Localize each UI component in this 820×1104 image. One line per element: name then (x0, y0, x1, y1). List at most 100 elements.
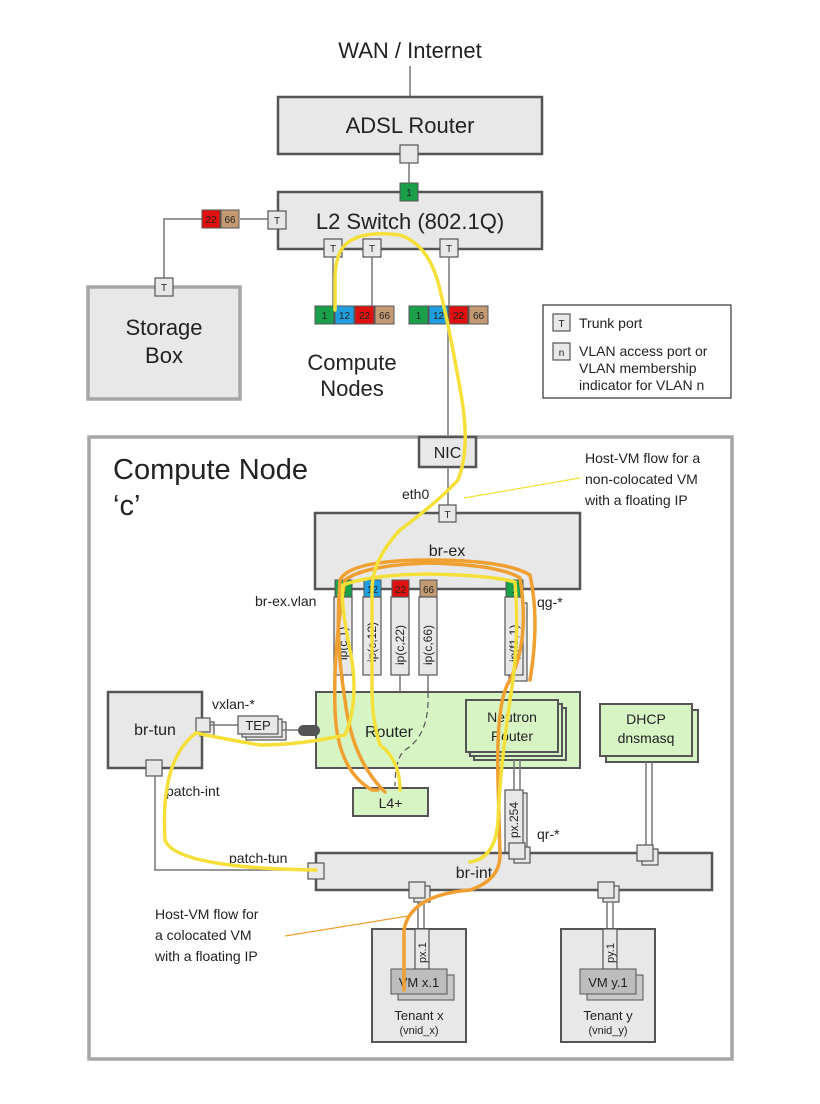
trunk-letter: T (446, 244, 452, 255)
flow-colocated (332, 561, 526, 992)
storage-link-b (163, 218, 202, 278)
vxlan-label: vxlan-* (212, 696, 255, 712)
note-colocated-2: a colocated VM (155, 927, 252, 943)
flow-colocated-return (336, 558, 537, 794)
storage-trunk-port (154, 277, 174, 297)
svg-text:66: 66 (423, 585, 435, 596)
vnid-y-label: (vnid_y) (588, 1025, 627, 1037)
wan-title: WAN / Internet (338, 38, 481, 63)
note-colocated-1: Host-VM flow for (155, 906, 259, 922)
br-tun-box (106, 690, 204, 770)
legend-trunk-icon (552, 313, 571, 332)
eth0-trunk-port (438, 504, 457, 523)
storage-label-2: Box (145, 343, 183, 368)
svg-text:22: 22 (395, 585, 407, 596)
note-noncolocated-3: with a floating IP (584, 492, 688, 508)
svg-text:1: 1 (416, 311, 422, 322)
vxlan-port (195, 717, 211, 733)
vm-y-box (579, 968, 637, 995)
storage-label-1: Storage (125, 315, 202, 340)
vm-x-box (390, 968, 448, 995)
patch-int-port (145, 759, 163, 777)
legend-access-letter: n (559, 348, 565, 359)
py1-br-int-port (597, 881, 615, 899)
vlan-group-compute: 1 12 22 66 (314, 305, 395, 325)
br-ex-box (313, 511, 582, 591)
dhcp-label-1: DHCP (626, 711, 666, 727)
legend-trunk-letter: T (558, 319, 564, 330)
patch-int-label: patch-int (166, 783, 220, 799)
px1-br-int-port (408, 881, 426, 899)
legend-access-text-2: VLAN membership (579, 360, 697, 376)
py1-label: py.1 (605, 943, 617, 963)
switch-access-port-1-label: 1 (406, 188, 412, 199)
flow-noncolocated-tunnel (162, 572, 519, 872)
legend-access-icon (552, 342, 571, 361)
storage-vlan-66-label: 66 (224, 215, 236, 226)
svg-text:66: 66 (473, 311, 485, 322)
tenant-y-label: Tenant y (583, 1008, 633, 1023)
br-tun-label: br-tun (134, 722, 176, 739)
svg-text:12: 12 (339, 311, 351, 322)
svg-text:ip(c,66): ip(c,66) (421, 625, 435, 665)
vm-x-label: VM x.1 (399, 975, 439, 990)
tep-connector (298, 725, 320, 736)
svg-text:22: 22 (453, 311, 465, 322)
nic-label: NIC (434, 445, 462, 462)
br-ex-vlan-label: br-ex.vlan (255, 593, 316, 609)
br-ex-label: br-ex (429, 543, 465, 560)
router-l4-dashed-link (394, 691, 429, 787)
patch-link (154, 776, 316, 871)
trunk-letter: T (274, 216, 280, 227)
adsl-router-label: ADSL Router (346, 113, 475, 138)
dhcp-port (636, 844, 654, 862)
l4-label: L4+ (379, 795, 403, 811)
qr-label: qr-* (537, 826, 560, 842)
trunk-letter: T (330, 244, 336, 255)
legend-access-text-3: indicator for VLAN n (579, 377, 704, 393)
svg-text:12: 12 (433, 311, 445, 322)
note-noncolocated-pointer (463, 477, 581, 499)
tenant-x-label: Tenant x (394, 1008, 444, 1023)
eth0-label: eth0 (402, 486, 429, 502)
svg-text:66: 66 (379, 311, 391, 322)
trunk-letter: T (161, 283, 167, 294)
legend-trunk-text: Trunk port (579, 315, 642, 331)
compute-nodes-label-1: Compute (307, 350, 396, 375)
note-noncolocated-2: non-colocated VM (585, 471, 698, 487)
l4-box (352, 787, 429, 817)
px254-label: px.254 (507, 802, 521, 838)
legend-box (542, 304, 732, 399)
adsl-router-port (399, 144, 419, 164)
tep-box (237, 715, 279, 735)
dhcp-label-2: dnsmasq (618, 730, 675, 746)
switch-access-port-1 (399, 182, 419, 202)
storage-box (86, 285, 242, 401)
qg-label: qg-* (537, 594, 563, 610)
flow-noncolocated-uplink (333, 232, 467, 792)
storage-vlan-22-label: 22 (205, 215, 217, 226)
br-int-label: br-int (456, 865, 493, 882)
l2-switch-label: L2 Switch (802.1Q) (316, 209, 504, 234)
svg-text:1: 1 (322, 311, 328, 322)
dhcp-box (599, 703, 693, 757)
vm-y-label: VM y.1 (588, 975, 628, 990)
switch-trunk-port-storage (267, 210, 287, 230)
vnid-x-label: (vnid_x) (399, 1025, 438, 1037)
trunk-letter: T (369, 244, 375, 255)
px1-label: px.1 (417, 942, 429, 963)
note-noncolocated-1: Host-VM flow for a (585, 450, 700, 466)
neutron-router-box (465, 699, 559, 753)
tep-label: TEP (245, 718, 270, 733)
qr-port (508, 842, 526, 860)
neutron-router-label-2: Router (491, 728, 533, 744)
svg-text:22: 22 (359, 311, 371, 322)
svg-text:ip(c,22): ip(c,22) (393, 625, 407, 665)
patch-tun-label: patch-tun (229, 850, 287, 866)
compute-node-title: Compute Node (113, 454, 308, 486)
eth0-trunk-letter: T (444, 510, 450, 521)
router-label: Router (365, 724, 414, 741)
compute-nodes-label-2: Nodes (320, 376, 384, 401)
legend-access-text-1: VLAN access port or (579, 343, 708, 359)
